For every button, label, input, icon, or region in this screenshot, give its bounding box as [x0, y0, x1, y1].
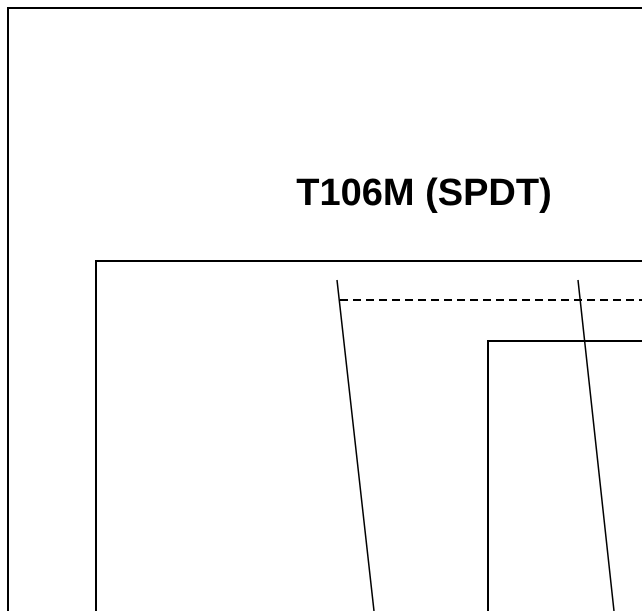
- right-lever-line: [577, 279, 615, 611]
- left-lever-line: [336, 279, 375, 611]
- switch-body-outline: [95, 260, 642, 611]
- outer-frame: [7, 7, 642, 611]
- diagram-title: T106M (SPDT): [296, 172, 552, 214]
- contact-block-outline: [487, 340, 642, 611]
